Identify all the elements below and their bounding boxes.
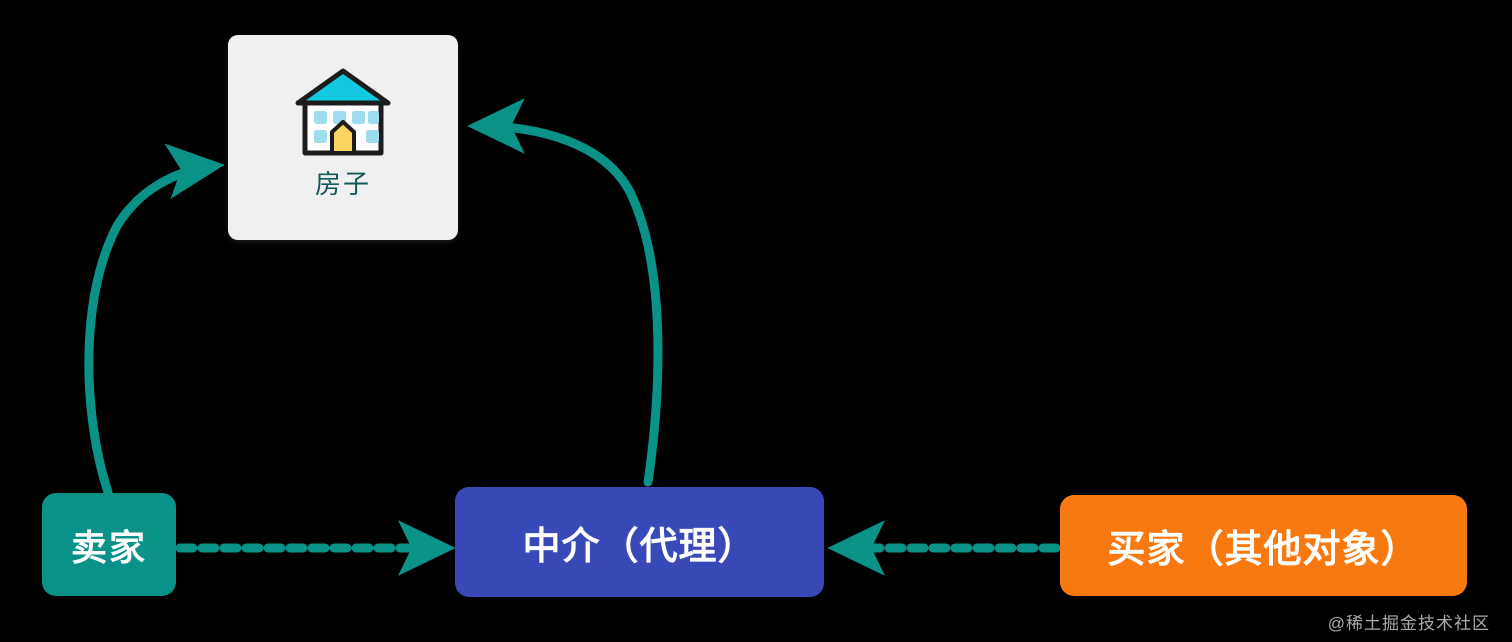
house-card[interactable]: 房子 bbox=[228, 35, 458, 240]
node-agent-label: 中介（代理） bbox=[522, 525, 757, 568]
watermark: @稀土掘金技术社区 bbox=[1327, 614, 1490, 633]
house-card-label: 房子 bbox=[314, 169, 371, 199]
node-agent[interactable]: 中介（代理） bbox=[455, 487, 824, 597]
edge-agent-to-house bbox=[467, 98, 663, 487]
node-seller-label: 卖家 bbox=[70, 526, 147, 568]
house-icon bbox=[295, 68, 391, 156]
edge-seller-to-house bbox=[84, 143, 225, 497]
node-buyer[interactable]: 买家（其他对象） bbox=[1060, 495, 1467, 596]
node-seller[interactable]: 卖家 bbox=[42, 493, 176, 596]
node-buyer-label: 买家（其他对象） bbox=[1107, 529, 1420, 571]
